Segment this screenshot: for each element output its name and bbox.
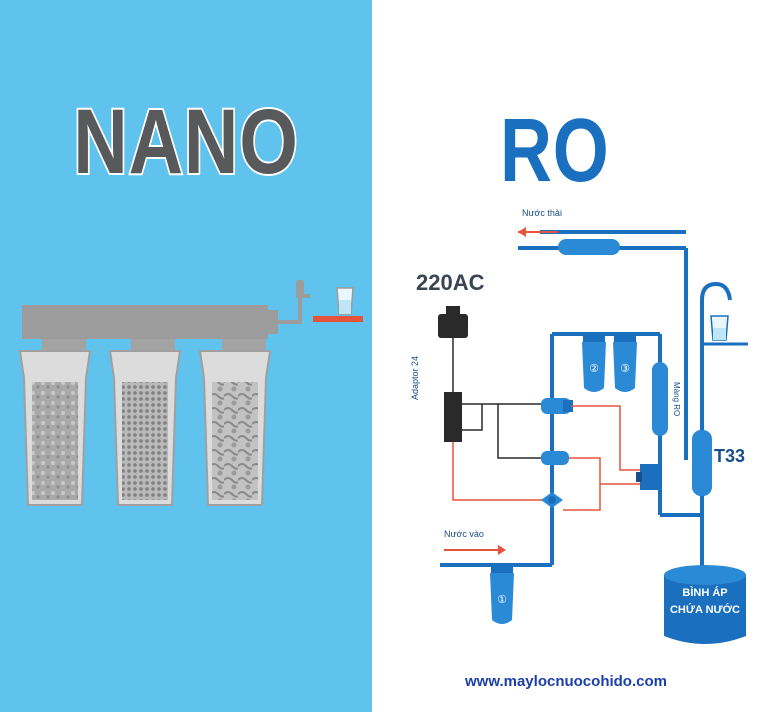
pressure-switch — [541, 451, 569, 465]
tank-label-line2: CHỨA NƯỚC — [669, 604, 740, 616]
nano-shelf — [313, 316, 363, 322]
ro-title: RO — [500, 101, 610, 201]
ro-faucet — [700, 281, 732, 301]
filter-1-number: ① — [497, 594, 507, 606]
flow-restrictor — [558, 239, 620, 255]
inlet-arrow — [498, 545, 506, 555]
filter-3-number: ③ — [620, 363, 630, 375]
power-adaptor — [438, 306, 548, 501]
adaptor-label: Adaptor 24 — [410, 355, 420, 400]
adaptor-box — [444, 392, 462, 442]
nano-cartridge-2 — [108, 339, 182, 506]
shutoff-valve — [640, 464, 660, 490]
inlet-water-label: Nước vào — [444, 529, 484, 539]
waste-line — [518, 227, 688, 460]
nano-housing-bar — [22, 305, 268, 339]
filter-1 — [490, 565, 514, 624]
ro-diagram — [438, 227, 748, 644]
membrane-label: Màng RO — [672, 382, 681, 417]
nano-faucet — [296, 280, 304, 298]
power-plug — [438, 314, 468, 338]
waste-arrow — [518, 227, 526, 237]
nano-cartridge-3 — [198, 339, 272, 506]
t33-label: T33 — [714, 446, 746, 466]
waste-water-label: Nước thải — [522, 208, 562, 218]
nano-filter-unit — [18, 280, 363, 506]
ro-membrane — [652, 362, 668, 436]
t33-filter — [692, 430, 712, 496]
filter-2-number: ② — [589, 363, 599, 375]
website-link[interactable]: www.maylocnuocohido.com — [465, 673, 667, 690]
nano-faucet-pipe — [276, 294, 310, 324]
power-label: 220AC — [416, 270, 485, 295]
nano-cartridge-1 — [18, 339, 92, 506]
tank-label-line1: BÌNH ÁP — [682, 587, 728, 599]
nano-title: NANO — [72, 89, 300, 195]
filter-3 — [613, 334, 637, 392]
filter-2 — [582, 334, 606, 392]
pressure-tank — [664, 560, 746, 644]
